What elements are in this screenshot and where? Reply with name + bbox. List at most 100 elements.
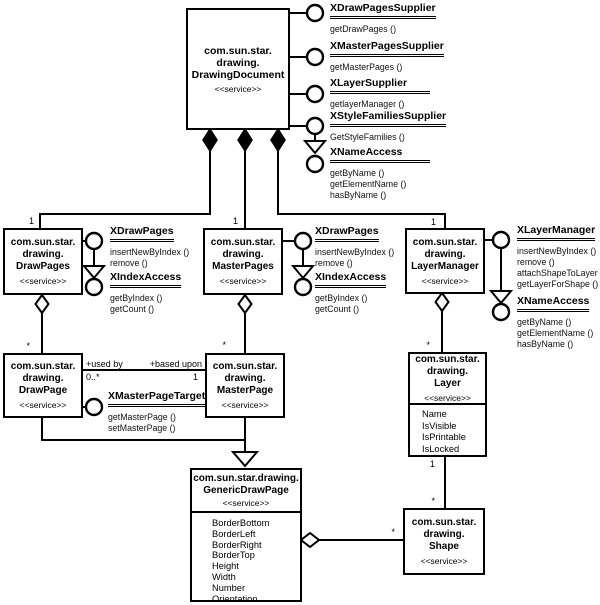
class-title-line: drawing. [216, 56, 260, 69]
method-label: hasByName () [330, 190, 387, 200]
attribute-item: Orientation [212, 593, 258, 600]
attribute-item: Number [212, 582, 246, 593]
lollipop-xlayermanager-icon [491, 230, 511, 250]
class-box-genericdrawpage: com.sun.star.drawing. GenericDrawPage <<… [190, 468, 302, 602]
class-title: com.sun.star. drawing. MasterPage <<serv… [207, 355, 283, 416]
class-box-drawingdocument: com.sun.star. drawing. DrawingDocument <… [186, 8, 290, 130]
stereotype-label: <<service>> [222, 498, 270, 508]
class-title-line: com.sun.star. [10, 237, 76, 248]
class-title: com.sun.star. drawing. DrawPage <<servic… [5, 355, 81, 416]
multiplicity-drawpage: * [26, 341, 30, 351]
attribute-item: Name [422, 409, 447, 419]
stereotype-label: <<service>> [221, 400, 269, 410]
method-label: getElementName () [517, 328, 594, 338]
composition-diamond-drawpages [202, 127, 218, 153]
stereotype-label: <<service>> [219, 276, 267, 286]
lollipop-xstylefamiliessupplier-icon [305, 116, 325, 136]
stereotype-label: <<service>> [420, 556, 468, 566]
method-label: remove () [517, 257, 555, 267]
attribute-item: BorderTop [212, 550, 255, 561]
lollipop-xindexaccess-left-icon [84, 277, 104, 297]
connector-drawingdocument-drawpages [39, 150, 211, 228]
connector-drawingdocument-layermanager [277, 150, 446, 228]
class-title: com.sun.star. drawing. DrawingDocument <… [188, 10, 288, 128]
multiplicity-masterpage-assoc: 1 [192, 372, 198, 382]
method-label: getMasterPages () [330, 62, 403, 72]
multiplicity-shape-top: * [431, 496, 435, 506]
method-label: attachShapeToLayer () [517, 268, 600, 278]
aggregation-diamond-layer [434, 291, 450, 313]
interface-underline-icon [517, 309, 590, 312]
class-title-line: drawing. [222, 249, 264, 260]
lollipop-xdrawpages-mid-icon [293, 231, 313, 251]
interface-name: XMasterPagesSupplier [330, 40, 444, 52]
class-title-line: com.sun.star. [415, 354, 480, 365]
multiplicity-masterpages: 1 [232, 216, 238, 226]
interface-underline-icon [330, 54, 444, 57]
attribute-item: IsVisible [422, 420, 457, 431]
method-label: getElementName () [330, 179, 407, 189]
class-title-line: com.sun.star. [10, 361, 76, 372]
class-title-line: com.sun.star.drawing. [193, 473, 299, 484]
aggregation-diamond-drawpage [34, 293, 50, 315]
interface-name: XNameAccess [330, 146, 403, 158]
lollipop-xnameaccess-top-icon [305, 154, 325, 174]
class-title-line: Layer [434, 378, 461, 389]
method-label: getByName () [517, 317, 572, 327]
class-title-line: Shape [428, 541, 459, 552]
interface-name: XDrawPagesSupplier [330, 2, 436, 14]
generalization-path-drawpage [41, 417, 245, 441]
interface-underline-icon [330, 124, 447, 127]
interface-underline-icon [110, 239, 174, 242]
lollipop-xnameaccess-right-icon [491, 302, 511, 322]
method-label: GetStyleFamilies () [330, 132, 405, 142]
generalization-arrow-xdrawpages-xindexaccess-left [81, 265, 107, 280]
class-title: com.sun.star. drawing. Shape <<service>> [405, 510, 483, 573]
lollipop-xmasterpagetarget-icon [84, 397, 104, 417]
composition-diamond-layermanager [270, 127, 286, 153]
class-title-line: drawing. [423, 529, 465, 540]
lollipop-xdrawpages-left-icon [84, 231, 104, 251]
attribute-item: BorderRight [212, 539, 262, 550]
lollipop-xindexaccess-mid-icon [293, 277, 313, 297]
generalization-arrow-xlayermanager-xnameaccess [488, 290, 514, 305]
class-box-layermanager: com.sun.star. drawing. LayerManager <<se… [405, 228, 485, 294]
class-title-line: com.sun.star. [212, 361, 278, 372]
stereotype-label: <<service>> [214, 83, 262, 94]
class-box-drawpage: com.sun.star. drawing. DrawPage <<servic… [3, 353, 83, 418]
multiplicity-drawpages: 1 [28, 216, 34, 226]
interface-name: XNameAccess [517, 295, 590, 307]
interface-xnameaccess-top: XNameAccess getByName () getElementName … [330, 146, 430, 201]
interface-underline-icon [330, 160, 430, 163]
method-label: insertNewByIndex () [517, 246, 597, 256]
class-title-line: com.sun.star. [411, 517, 477, 528]
lollipop-xdrawpagessupplier-icon [305, 3, 325, 23]
method-label: getByName () [330, 168, 385, 178]
class-title: com.sun.star. drawing. DrawPages <<servi… [5, 230, 81, 293]
multiplicity-drawpage-assoc: 0..* [86, 372, 100, 382]
interface-xmasterpagetarget: XMasterPageTarget getMasterPage () setMa… [108, 390, 206, 434]
lollipop-xmasterpagessupplier-icon [305, 47, 325, 67]
class-title-line: DrawPage [18, 385, 68, 396]
interface-underline-icon [330, 16, 436, 19]
multiplicity-layer-bottom: 1 [429, 459, 435, 469]
method-label: hasByName () [517, 339, 574, 349]
class-title-line: com.sun.star. [204, 44, 272, 57]
method-label: setMasterPage () [108, 423, 176, 433]
method-label: getlayerManager () [330, 99, 405, 109]
interface-name: XIndexAccess [110, 271, 182, 283]
class-title-line: MasterPage [216, 385, 274, 396]
class-title-line: drawing. [424, 248, 466, 260]
multiplicity-shape-left: * [391, 527, 395, 537]
method-label: getDrawPages () [330, 24, 397, 34]
method-label: getMasterPage () [108, 412, 176, 422]
class-title: com.sun.star.drawing. GenericDrawPage <<… [192, 470, 300, 511]
class-title-line: drawing. [22, 249, 64, 260]
class-title-line: GenericDrawPage [203, 485, 289, 496]
generalization-arrow-genericdrawpage [230, 451, 260, 468]
class-box-drawpages: com.sun.star. drawing. DrawPages <<servi… [3, 228, 83, 295]
lollipop-xlayersupplier-icon [305, 84, 325, 104]
class-title-line: drawing. [426, 366, 469, 377]
